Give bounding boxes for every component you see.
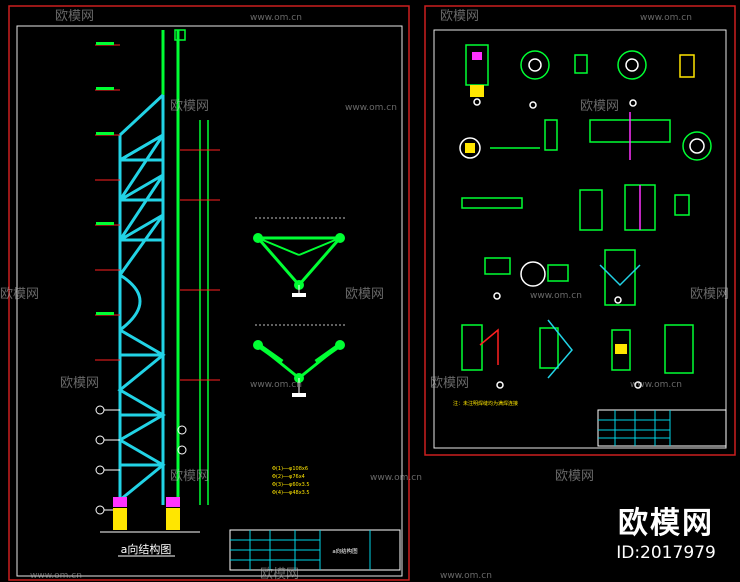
watermark-url: www.om.cn [640,13,692,23]
detail-row-5 [461,319,694,389]
brand-stamp-id: ID:2017979 [616,543,716,563]
watermark-url: www.om.cn [530,291,582,301]
watermark-brand: 欧模网 [0,287,39,302]
watermark-brand: 欧模网 [170,99,209,114]
section-drawing-upper [253,217,345,297]
left-sheet-outer-frame [8,5,410,581]
watermark-url: www.om.cn [250,13,302,23]
watermark-brand: 欧模网 [345,287,384,302]
watermark-url: www.om.cn [250,380,302,390]
watermark-brand: 欧模网 [690,287,729,302]
member-callouts [95,405,187,515]
title-block-drawing-name: a向结构图 [332,547,358,555]
watermark-brand: 欧模网 [440,9,479,24]
watermark-url: www.om.cn [370,473,422,483]
elevation-marks [95,44,220,381]
watermark-brand: 欧模网 [555,469,594,484]
watermark-url: www.om.cn [345,103,397,113]
watermark-brand: 欧模网 [430,376,469,391]
watermark-brand: 欧模网 [60,376,99,391]
watermark-url: www.om.cn [30,571,82,581]
right-sheet: 注：未注明焊缝均为满焊连接 [424,5,736,456]
member-notes: Φ(1)──φ108x6 Φ(2)──φ76x4 Φ(3)──φ60x3.5 Φ… [272,466,310,496]
member-note-3: Φ(3)──φ60x3.5 [272,482,310,488]
watermarks: 欧模网 www.om.cn 欧模网 www.om.cn 欧模网 www.om.c… [0,9,729,582]
tower-base [100,497,200,533]
member-note-1: Φ(1)──φ108x6 [272,466,308,472]
detail-row-2 [459,112,712,161]
watermark-brand: 欧模网 [55,9,94,24]
member-note-4: Φ(4)──φ48x3.5 [272,490,310,496]
left-sheet: a向结构图 Φ(1)──φ108x6 Φ [8,5,410,581]
member-note-2: Φ(2)──φ76x4 [272,474,305,480]
watermark-url: www.om.cn [440,571,492,581]
left-sheet-caption: a向结构图 [121,542,172,556]
left-title-block: a向结构图 [229,529,401,571]
watermark-brand: 欧模网 [260,567,299,582]
detail-row-3 [461,184,690,231]
detail-row-4 [484,249,641,306]
right-sheet-inner-frame [433,29,727,449]
right-sheet-note: 注：未注明焊缝均为满焊连接 [453,400,518,407]
watermark-brand: 欧模网 [580,99,619,114]
brand-stamp: 欧模网 ID:2017979 [596,506,736,564]
right-title-block [597,409,727,447]
lattice-tower [117,93,166,505]
detail-row-1 [465,44,695,109]
section-drawing-lower [253,324,345,397]
left-sheet-inner-frame [16,25,403,577]
watermark-url: www.om.cn [630,380,682,390]
right-sheet-outer-frame [424,5,736,456]
brand-stamp-name: 欧模网 [618,506,714,541]
watermark-brand: 欧模网 [170,469,209,484]
elevation-labels [96,42,114,315]
